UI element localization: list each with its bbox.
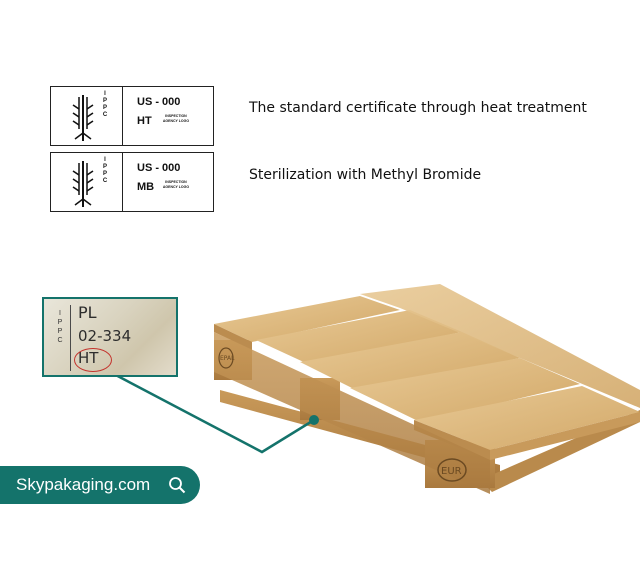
- stamp-code: US - 000: [137, 162, 181, 174]
- wheat-icon: [72, 161, 94, 207]
- stamp-treatment: MB: [137, 181, 155, 193]
- wheat-icon: [72, 95, 94, 141]
- eur-mark: EUR: [441, 466, 462, 477]
- stamp-agency: INSPECTION AGENCY LOGO: [162, 180, 190, 189]
- brand-site: Skypakaging.com: [16, 475, 151, 494]
- closeup-highlight-ring: [74, 348, 112, 372]
- ippc-letters: I P P C: [102, 91, 108, 118]
- closeup-country: PL: [78, 303, 97, 322]
- epal-mark: EPAL: [220, 355, 235, 362]
- ippc-stamp-ht: I P P C US - 000 HT INSPECTION AGENCY LO…: [50, 86, 214, 146]
- closeup-ippc-letters: I P P C: [57, 310, 63, 344]
- stamp-treatment: HT: [137, 115, 152, 127]
- ht-stamp-closeup: I P P C PL 02-334 HT: [42, 297, 178, 377]
- stamp-agency: INSPECTION AGENCY LOGO: [162, 114, 190, 123]
- ippc-letters: I P P C: [102, 157, 108, 184]
- stamp-code: US - 000: [137, 96, 181, 108]
- closeup-stamp-divider: [48, 305, 71, 371]
- stamp-mark-area: I P P C: [51, 87, 123, 145]
- stamp-caption-ht: The standard certificate through heat tr…: [249, 100, 587, 116]
- brand-badge[interactable]: Skypakaging.com: [0, 466, 200, 504]
- ippc-stamp-mb: I P P C US - 000 MB INSPECTION AGENCY LO…: [50, 152, 214, 212]
- stamp-mark-area: I P P C: [51, 153, 123, 211]
- closeup-code: 02-334: [78, 327, 132, 345]
- stamp-caption-mb: Sterilization with Methyl Bromide: [249, 167, 482, 183]
- wooden-pallet-image: EPAL EUR: [214, 284, 640, 494]
- search-icon[interactable]: [168, 476, 186, 494]
